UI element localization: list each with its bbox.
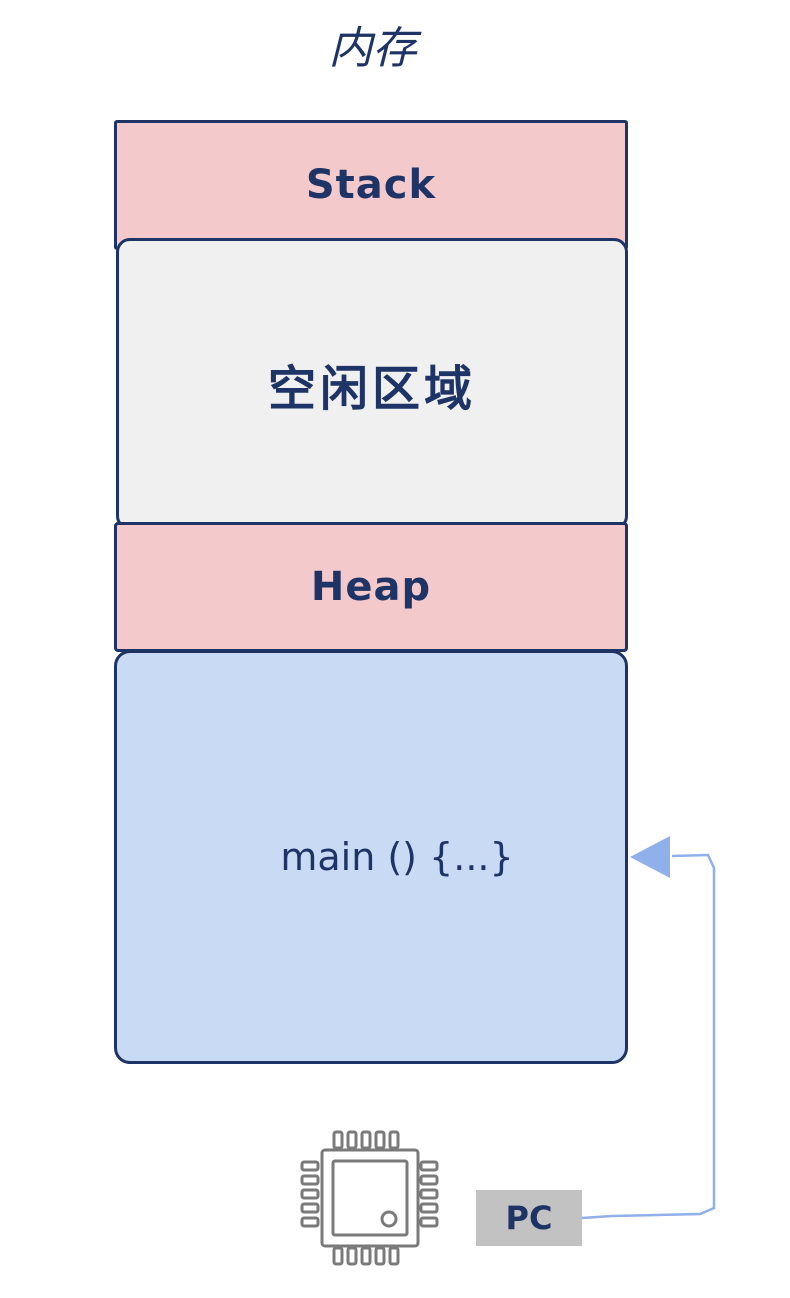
- free-area-label: 空闲区域: [267, 361, 476, 417]
- heap-segment: Heap: [114, 522, 628, 652]
- code-segment: main () {...}: [114, 650, 628, 1064]
- code-label: main () {...}: [280, 835, 514, 879]
- arrow-head-icon: [630, 836, 670, 878]
- memory-title: 内存: [328, 23, 417, 74]
- pc-register-box: PC: [476, 1190, 582, 1246]
- stack-label: Stack: [305, 162, 437, 208]
- stack-segment: Stack: [114, 120, 628, 250]
- heap-label: Heap: [310, 564, 432, 610]
- free-area-segment: 空闲区域: [116, 238, 628, 530]
- cpu-chip-icon: [300, 1130, 439, 1266]
- pc-label: PC: [505, 1199, 553, 1237]
